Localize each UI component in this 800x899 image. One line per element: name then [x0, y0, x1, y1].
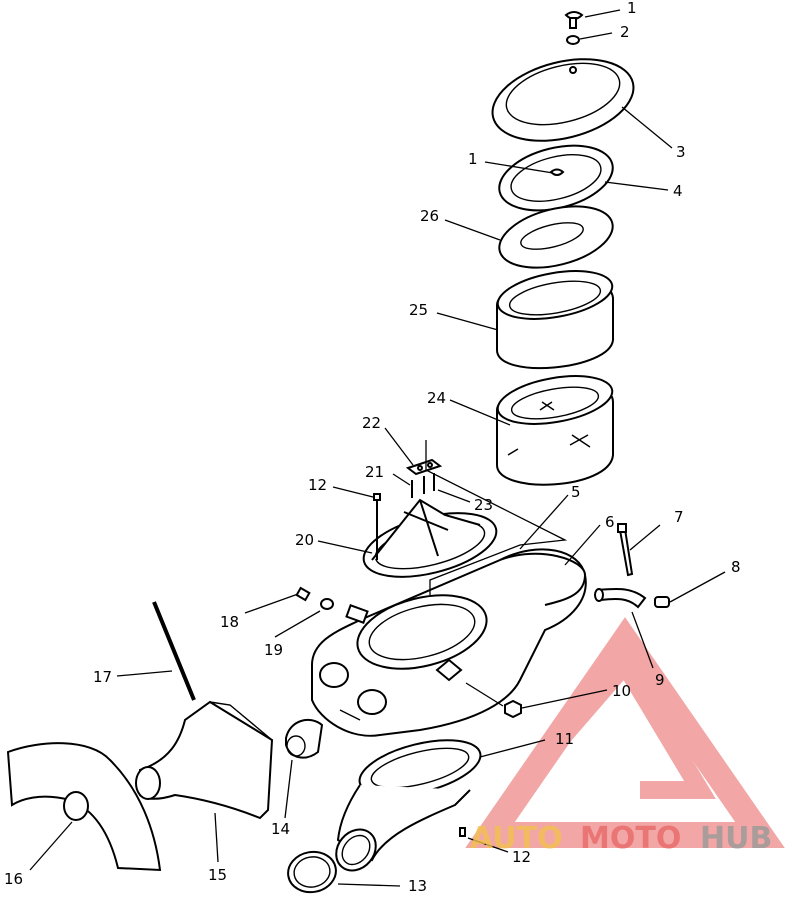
callout-11: 11 [555, 730, 574, 748]
callout-12-lower: 12 [512, 848, 531, 866]
callout-18: 18 [220, 613, 239, 631]
clamp-ring [287, 850, 337, 894]
long-stud [152, 601, 196, 701]
grommet [285, 718, 324, 759]
washer-top [566, 35, 580, 45]
bolt-18 [295, 586, 311, 602]
callout-2: 2 [620, 23, 630, 41]
mount-bracket [405, 458, 443, 498]
callout-17: 17 [93, 668, 112, 686]
bolt-upper [373, 493, 381, 560]
callout-6: 6 [605, 513, 615, 531]
nut-10 [504, 699, 522, 719]
hose-fitting [654, 596, 670, 608]
callout-26: 26 [420, 207, 439, 225]
air-box-body [311, 548, 587, 737]
callout-25: 25 [409, 301, 428, 319]
watermark-moto: MOTO [580, 821, 681, 856]
callout-23: 23 [474, 496, 493, 514]
callout-16: 16 [4, 870, 23, 888]
callout-22: 22 [362, 414, 381, 432]
callout-19: 19 [264, 641, 283, 659]
callout-12-upper: 12 [308, 476, 327, 494]
retainer-plate [498, 205, 614, 269]
fitting [345, 604, 369, 624]
callout-3: 3 [676, 143, 686, 161]
callout-9: 9 [655, 671, 665, 689]
bolt-lower [459, 827, 466, 837]
watermark-g-mark-icon [553, 649, 716, 799]
air-filter-element [496, 375, 614, 486]
washer-19 [320, 598, 334, 610]
leader-lines [29, 9, 726, 887]
callout-8: 8 [731, 558, 741, 576]
watermark-text: AUTO MOTO HUB [470, 821, 772, 856]
guide-line [425, 440, 568, 595]
lower-intake-duct [335, 739, 482, 872]
callout-14: 14 [271, 820, 290, 838]
breather-hose [594, 588, 647, 609]
cable-tie [617, 523, 634, 577]
wing-nut-top [564, 11, 584, 29]
intake-boot [135, 700, 274, 820]
callout-10: 10 [612, 682, 631, 700]
watermark-hub: HUB [700, 821, 772, 856]
callout-7: 7 [674, 508, 684, 526]
callout-5: 5 [571, 483, 581, 501]
watermark-auto: AUTO [470, 821, 563, 856]
callout-20: 20 [295, 531, 314, 549]
foam-pre-filter [496, 270, 614, 370]
callout-15: 15 [208, 866, 227, 884]
callout-4: 4 [673, 182, 683, 200]
watermark-logo [465, 617, 785, 848]
callout-21: 21 [365, 463, 384, 481]
callout-13: 13 [408, 877, 427, 895]
callout-labels: 1 2 3 1 4 26 25 24 22 21 12 23 5 7 6 20 … [4, 0, 741, 895]
filter-cage [362, 498, 498, 578]
heat-shield [6, 742, 162, 872]
callout-1-mid: 1 [468, 150, 478, 168]
callout-24: 24 [427, 389, 446, 407]
callout-1-top: 1 [627, 0, 637, 17]
air-box-cover [491, 58, 635, 142]
